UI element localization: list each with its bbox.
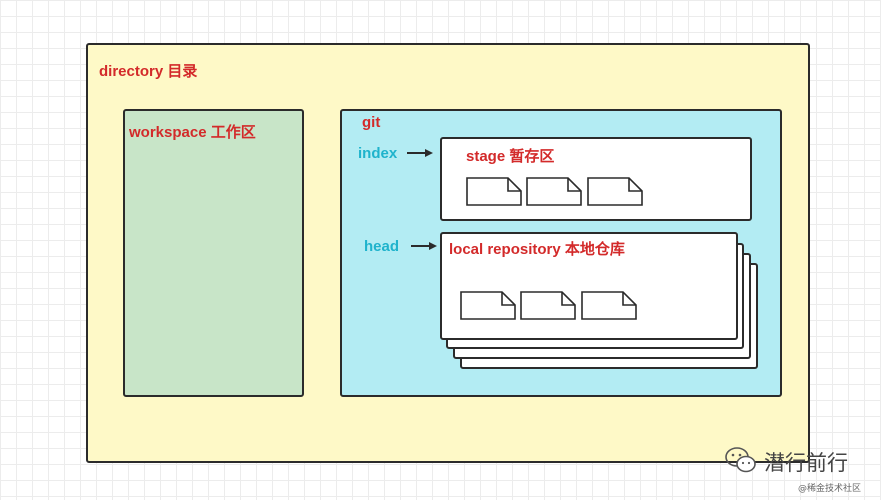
file-icon (587, 177, 643, 206)
wechat-icon (725, 447, 756, 473)
local-repository-label: local repository 本地仓库 (449, 241, 625, 258)
git-label: git (362, 114, 381, 131)
local-repository-box (440, 232, 738, 340)
file-icon (520, 291, 576, 320)
arrow-right-icon (407, 149, 433, 157)
file-icon (460, 291, 516, 320)
arrow-right-icon (411, 242, 437, 250)
stage-label: stage 暂存区 (466, 148, 555, 165)
file-icon (581, 291, 637, 320)
watermark-account: 潜行前行 (764, 451, 848, 475)
index-label: index (358, 145, 398, 162)
directory-label: directory 目录 (99, 63, 198, 80)
watermark-site: @稀金技术社区 (798, 484, 862, 494)
head-label: head (364, 238, 400, 255)
file-icon (466, 177, 522, 206)
workspace-box (123, 109, 304, 397)
file-icon (526, 177, 582, 206)
workspace-label: workspace 工作区 (129, 124, 256, 141)
